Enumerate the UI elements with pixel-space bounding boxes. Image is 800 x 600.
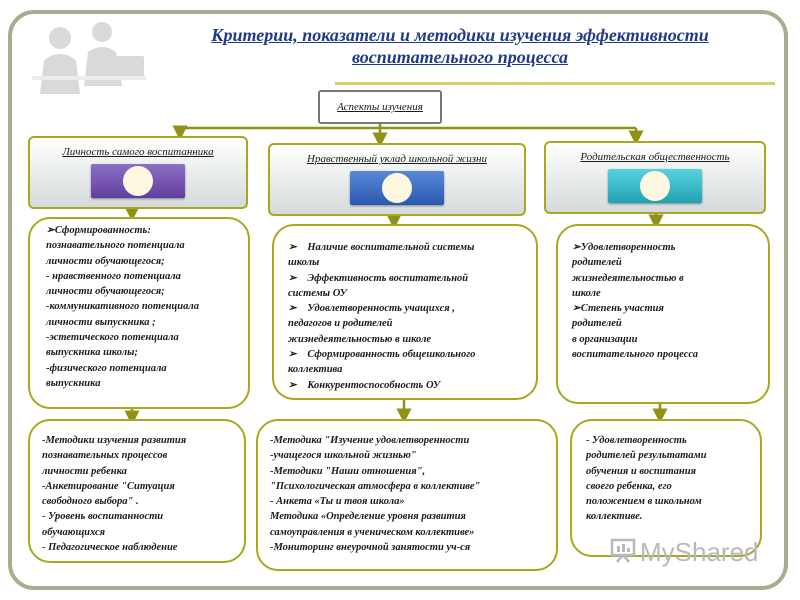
criteria-line: ➢ Наличие воспитательной системы — [288, 240, 475, 255]
aspects-label: Аспекты изучения — [337, 101, 423, 113]
criteria-line: ➢ Эффективность воспитательной — [288, 271, 475, 286]
criteria-line: ➢ Конкурентоспособность ОУ — [288, 378, 475, 393]
criteria-text: Сформированность общешкольного — [307, 349, 476, 361]
category-label: Родительская общественность — [580, 151, 730, 163]
parent-icon — [608, 169, 702, 203]
method-line: личности ребенка — [42, 465, 127, 477]
criteria-line: - нравственного потенциала — [46, 270, 181, 282]
criteria-line: жизнедеятельностью в — [572, 272, 684, 284]
method-line: - Удовлетворенность — [586, 435, 687, 446]
title-line: Критерии, показатели и методики изучения… — [211, 25, 709, 45]
criteria-line: -физического потенциала — [46, 362, 167, 374]
criteria-school-text: ➢ Наличие воспитательной системы школы ➢… — [288, 240, 475, 393]
criteria-line: ➢ Удовлетворенность учащихся , — [288, 301, 475, 316]
methods-parents-text: - Удовлетворенность родителей результата… — [586, 433, 707, 525]
check-icon: ➢ — [288, 303, 308, 315]
method-line: родителей результатами — [586, 450, 707, 462]
check-icon: ➢ — [288, 272, 308, 284]
method-line: обучения и воспитания — [586, 465, 696, 477]
criteria-parents-box: ➢Удовлетворенность родителей жизнедеятел… — [556, 224, 770, 404]
criteria-text: Сформированность: — [54, 225, 151, 236]
method-line: Методика «Определение уровня развития — [270, 511, 466, 523]
criteria-line: воспитательного процесса — [572, 349, 699, 361]
methods-school-text: -Методика "Изучение удовлетворенности -у… — [270, 433, 480, 555]
people-silhouette-icon — [30, 16, 148, 94]
method-line: обучающихся — [42, 526, 106, 538]
check-icon: ➢ — [288, 349, 308, 361]
method-line: познавательных процессов — [42, 450, 168, 462]
criteria-line: родителей — [572, 257, 622, 269]
criteria-line: школе — [572, 287, 601, 299]
criteria-line: системы ОУ — [288, 287, 347, 299]
criteria-line: родителей — [572, 318, 622, 330]
method-line: положением в школьном — [586, 496, 702, 508]
category-label: Нравственный уклад школьной жизни — [307, 153, 487, 165]
watermark-text: MyShared — [640, 537, 759, 567]
criteria-line: личности обучающегося; — [46, 286, 165, 298]
aspects-box: Аспекты изучения — [318, 90, 442, 124]
check-icon: ➢ — [572, 303, 581, 315]
criteria-line: -эстетического потенциала — [46, 332, 179, 344]
method-line: -Методика "Изучение удовлетворенности — [270, 435, 470, 446]
criteria-line: выпускника школы; — [46, 347, 138, 359]
method-line: -учащегося школьной жизнью" — [270, 450, 417, 462]
family-icon — [350, 171, 444, 205]
criteria-line: в организации — [572, 333, 638, 345]
criteria-line: -коммуникативного потенциала — [46, 301, 199, 313]
methods-parents-box: - Удовлетворенность родителей результата… — [570, 419, 762, 557]
method-line: свободного выбора" . — [42, 496, 139, 508]
check-icon: ➢ — [46, 225, 55, 236]
method-line: -Анкетирование "Ситуация — [42, 480, 175, 492]
criteria-line: школы — [288, 257, 320, 269]
methods-school-box: -Методика "Изучение удовлетворенности -у… — [256, 419, 558, 571]
title-underline — [335, 82, 775, 85]
category-parents: Родительская общественность — [544, 141, 766, 214]
method-line: -Методики изучения развития — [42, 435, 187, 446]
criteria-line: ➢ Сформированность общешкольного — [288, 347, 475, 362]
criteria-line: коллектива — [288, 364, 343, 376]
criteria-line: ➢Степень участия — [572, 301, 698, 316]
category-school-life: Нравственный уклад школьной жизни — [268, 143, 526, 216]
criteria-parents-text: ➢Удовлетворенность родителей жизнедеятел… — [572, 240, 698, 362]
criteria-text: Эффективность воспитательной — [307, 272, 469, 284]
category-label: Личность самого воспитанника — [62, 146, 214, 158]
method-line: самоуправления в ученическом коллективе» — [270, 526, 475, 538]
criteria-text: Степень участия — [580, 303, 664, 315]
criteria-line: жизнедеятельностью в школе — [288, 333, 432, 345]
method-line: -Мониторинг внеурочной занятости уч-ся — [270, 542, 471, 554]
criteria-text: Конкурентоспособность ОУ — [307, 379, 441, 391]
method-line: -Методики "Наши отношения", — [270, 465, 426, 477]
check-icon: ➢ — [288, 379, 308, 391]
page-title: Критерии, показатели и методики изучения… — [160, 24, 760, 68]
method-line: - Анкета «Ты и твоя школа» — [270, 496, 405, 508]
children-icon — [91, 164, 185, 198]
criteria-line: личности выпускника ; — [46, 316, 156, 328]
criteria-student-text: ➢Сформированность: познавательного потен… — [46, 223, 199, 391]
check-icon: ➢ — [572, 242, 581, 253]
check-icon: ➢ — [288, 242, 308, 253]
method-line: "Психологическая атмосфера в коллективе" — [270, 480, 481, 492]
criteria-line: познавательного потенциала — [46, 240, 185, 252]
criteria-text: Удовлетворенность — [580, 242, 676, 253]
criteria-line: ➢Удовлетворенность — [572, 240, 698, 255]
criteria-text: Удовлетворенность учащихся , — [307, 303, 455, 315]
criteria-text: Наличие воспитательной системы — [307, 242, 475, 253]
method-line: своего ребенка, его — [586, 480, 672, 492]
criteria-line: выпускника — [46, 377, 101, 389]
category-student: Личность самого воспитанника — [28, 136, 248, 209]
presentation-icon — [610, 538, 636, 563]
method-line: - Педагогическое наблюдение — [42, 542, 178, 554]
method-line: - Уровень воспитанности — [42, 511, 164, 523]
criteria-line: ➢Сформированность: — [46, 223, 199, 238]
method-line: коллективе. — [586, 511, 643, 523]
criteria-line: педагогов и родителей — [288, 318, 393, 330]
criteria-school-box: ➢ Наличие воспитательной системы школы ➢… — [272, 224, 538, 400]
criteria-line: личности обучающегося; — [46, 255, 165, 267]
methods-student-text: -Методики изучения развития познавательн… — [42, 433, 186, 555]
criteria-student-box: ➢Сформированность: познавательного потен… — [28, 217, 250, 409]
title-line: воспитательного процесса — [351, 47, 568, 67]
methods-student-box: -Методики изучения развития познавательн… — [28, 419, 246, 563]
